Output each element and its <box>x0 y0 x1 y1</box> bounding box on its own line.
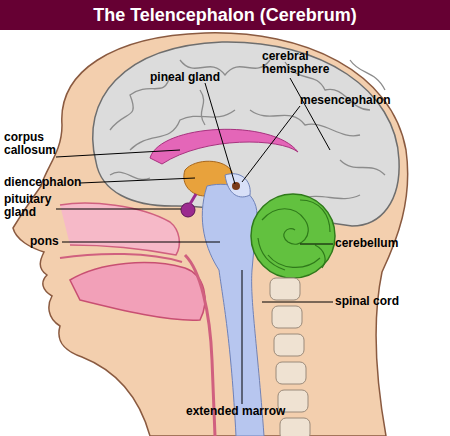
cerebellum <box>251 194 335 278</box>
part-label: pineal gland <box>150 71 250 84</box>
title-bar: The Telencephalon (Cerebrum) <box>0 0 450 30</box>
leader-lines <box>56 78 333 404</box>
part-label: mesencephalon <box>300 94 410 107</box>
part-label: cerebellum <box>335 237 425 250</box>
pituitary-stalk <box>190 194 196 204</box>
pineal-gland <box>232 182 240 190</box>
part-label: extended marrow <box>186 405 316 418</box>
part-label: spinal cord <box>335 295 425 308</box>
part-label: diencephalon <box>4 176 94 189</box>
part-label: pons <box>30 235 70 248</box>
palate <box>60 254 182 262</box>
part-label: corpus callosum <box>4 131 64 157</box>
gyri <box>110 60 385 200</box>
pituitary-gland <box>181 203 195 217</box>
nasal-cavity <box>60 203 179 255</box>
part-label: pituitary gland <box>4 193 64 219</box>
diagram-title: The Telencephalon (Cerebrum) <box>0 4 450 26</box>
cerebellum-folia <box>258 200 330 270</box>
tongue <box>70 263 205 321</box>
part-label: cerebral hemisphere <box>262 50 342 76</box>
mesencephalon <box>225 174 250 197</box>
